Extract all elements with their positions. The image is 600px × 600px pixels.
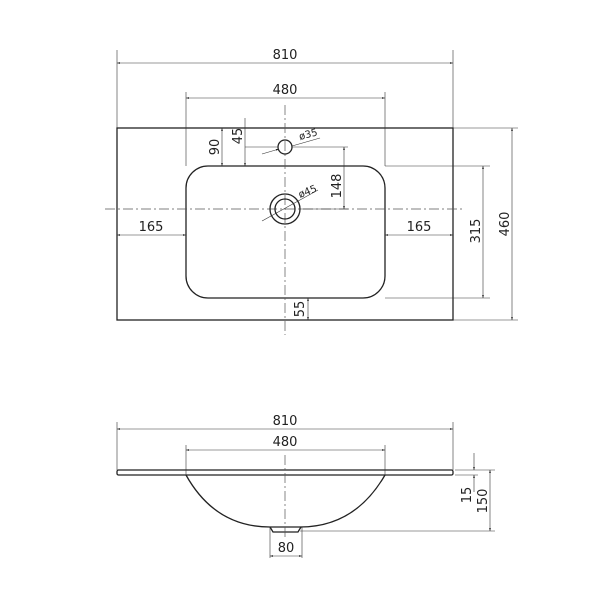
basin-outline <box>185 165 386 299</box>
side-dim-slab-thickness: 15 <box>460 487 475 504</box>
dim-back-margin: 55 <box>293 301 308 318</box>
side-dim-overall-width: 810 <box>273 414 298 429</box>
side-dim-basin-width: 480 <box>273 435 298 450</box>
dim-drain-diameter: ø45 <box>297 184 319 201</box>
dim-front-to-tap-hole: 45 <box>231 128 246 145</box>
dim-right-margin: 165 <box>407 220 432 235</box>
dim-tap-to-drain: 148 <box>330 174 345 199</box>
side-view: 810 480 15 150 80 <box>116 414 495 558</box>
drain-outlet <box>269 526 302 533</box>
bowl-profile <box>185 474 386 528</box>
dim-overall-depth: 460 <box>498 212 513 237</box>
side-dim-total-height: 150 <box>476 489 491 514</box>
dim-left-margin: 165 <box>139 220 164 235</box>
side-dim-drain-width: 80 <box>278 541 295 556</box>
dim-basin-depth: 315 <box>469 219 484 244</box>
top-view: 810 480 460 315 165 165 90 45 ø35 148 ø4… <box>105 48 518 335</box>
dim-basin-width: 480 <box>273 83 298 98</box>
dim-overall-width: 810 <box>273 48 298 63</box>
dim-front-to-basin: 90 <box>208 139 223 156</box>
drain-inner <box>274 198 296 220</box>
dim-tap-hole-diameter: ø35 <box>298 127 319 143</box>
